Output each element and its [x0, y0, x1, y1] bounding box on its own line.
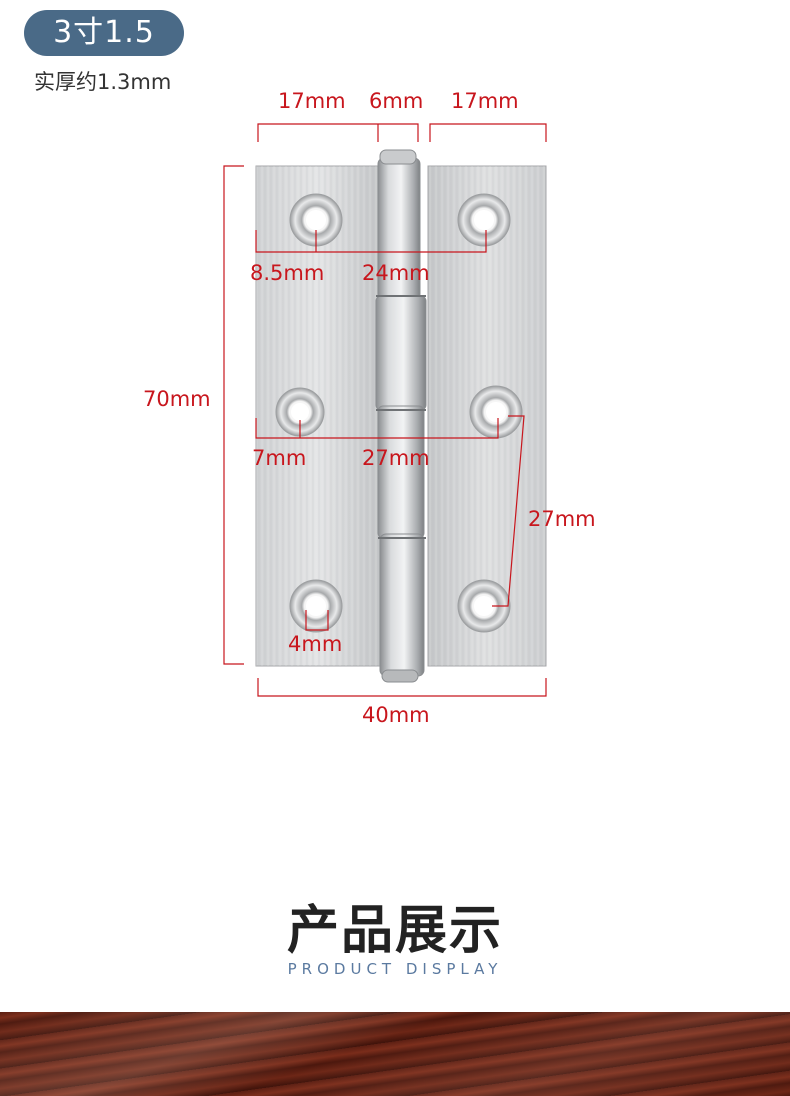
dim-top-right-width: 17mm — [451, 89, 519, 113]
hinge-knuckle — [375, 149, 427, 683]
dim-hole-diameter: 4mm — [288, 632, 343, 656]
wood-background-image — [0, 1012, 790, 1096]
section-subtitle: PRODUCT DISPLAY — [287, 960, 503, 978]
dim-top-left-width: 17mm — [278, 89, 346, 113]
dim-total-height: 70mm — [143, 387, 211, 411]
screw-holes — [275, 193, 523, 633]
hinge-product-image — [223, 123, 547, 697]
dim-vertical-hole-spacing: 27mm — [528, 507, 596, 531]
size-badge: 3寸1.5 — [24, 10, 184, 56]
dim-total-width: 40mm — [362, 703, 430, 727]
dim-middle-hole-spacing: 27mm — [362, 446, 430, 470]
section-title: 产品展示 — [286, 901, 503, 961]
dim-hole-edge-offset: 8.5mm — [250, 261, 325, 285]
thickness-label: 实厚约1.3mm — [34, 70, 172, 94]
dim-knuckle-width: 6mm — [369, 89, 424, 113]
dim-middle-edge-offset: 7mm — [252, 446, 307, 470]
dim-top-hole-spacing: 24mm — [362, 261, 430, 285]
dimension-lines — [223, 123, 547, 697]
